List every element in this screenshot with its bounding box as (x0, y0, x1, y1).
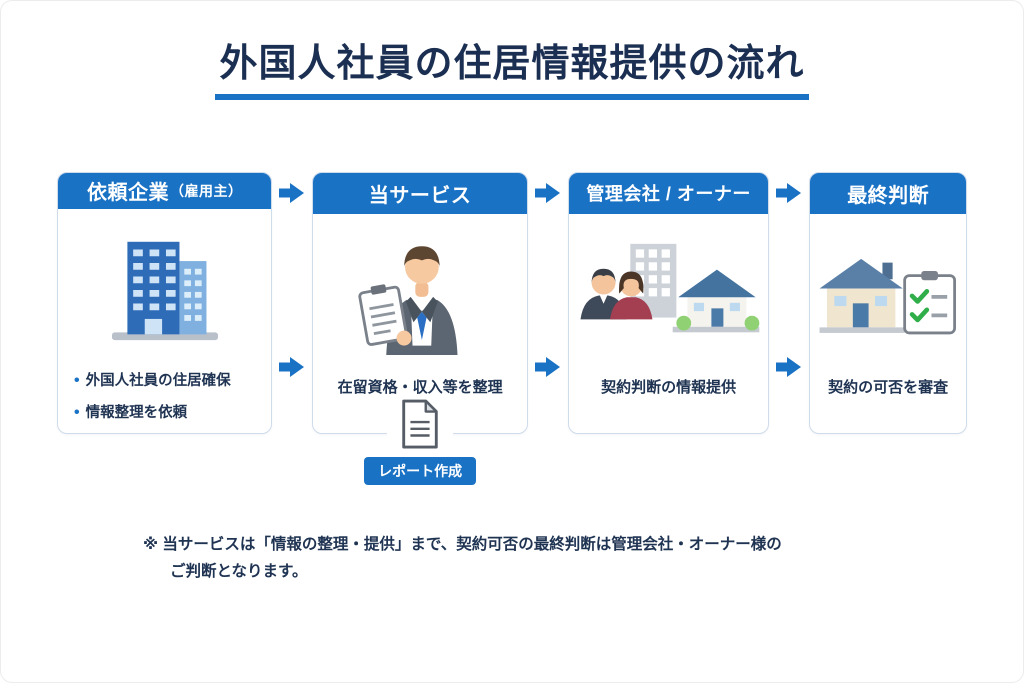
footer-note-line1: ※ 当サービスは「情報の整理・提供」まで、契約可否の最終判断は管理会社・オーナー… (143, 535, 782, 553)
step-body-client: • 外国人社員の住居確保 • 情報整理を依頼 (58, 209, 271, 433)
step-header-decision: 最終判断 (810, 172, 966, 214)
bullet-text: 情報整理を依頼 (85, 404, 188, 421)
document-icon (387, 397, 454, 450)
arrow-gap-3 (769, 172, 809, 434)
bullet-dot-icon: • (74, 403, 80, 421)
step-description: 在留資格・収入等を整理 (337, 378, 503, 396)
step-column-decision: 最終判断 (809, 171, 967, 434)
list-item: • 外国人社員の住居確保 (74, 369, 257, 390)
footer-note: ※ 当サービスは「情報の整理・提供」まで、契約可否の最終判断は管理会社・オーナー… (143, 531, 1023, 585)
step-body-decision: 契約の可否を審査 (810, 214, 966, 433)
house-checklist-icon (814, 222, 962, 368)
step-card-service: 当サービス (312, 171, 528, 434)
list-item: • 情報整理を依頼 (74, 401, 257, 422)
client-bullet-list: • 外国人社員の住居確保 • 情報整理を依頼 (58, 363, 271, 433)
step-header-client-main: 依頼企業 (86, 182, 169, 205)
arrow-right-icon (534, 182, 561, 204)
businessman-icon (345, 222, 495, 368)
arrow-gap-2 (528, 172, 568, 434)
step-body-service: 在留資格・収入等を整理 (313, 214, 526, 433)
step-description: 契約の可否を審査 (828, 378, 949, 396)
footer-note-line2: ご判断となります。 (170, 562, 308, 580)
step-column-manager: 管理会社 / オーナー (567, 171, 770, 434)
report-badge: レポート作成 (364, 456, 477, 485)
step-header-client: 依頼企業（雇用主） (58, 172, 272, 209)
step-card-manager: 管理会社 / オーナー (567, 171, 770, 434)
bullet-dot-icon: • (74, 371, 80, 389)
step-header-client-sub: （雇用主） (169, 182, 243, 199)
arrow-right-icon (776, 182, 802, 204)
flow-diagram: 依頼企業（雇用主） (1, 171, 1023, 485)
page-title: 外国人社員の住居情報提供の流れ (215, 43, 809, 100)
step-column-client: 依頼企業（雇用主） (57, 171, 273, 434)
arrow-right-icon (534, 356, 561, 378)
family-house-icon (575, 222, 763, 368)
step-header-decision-label: 最終判断 (847, 184, 930, 207)
arrow-right-icon (279, 182, 305, 204)
arrow-right-icon (279, 356, 305, 378)
step-column-service: 当サービス (312, 171, 528, 485)
step-body-manager: 契約判断の情報提供 (569, 214, 768, 433)
step-header-service-label: 当サービス (368, 184, 472, 207)
bullet-text: 外国人社員の住居確保 (85, 372, 231, 389)
arrow-gap-1 (272, 172, 312, 434)
title-wrap: 外国人社員の住居情報提供の流れ (1, 1, 1023, 100)
building-icon (102, 217, 228, 363)
arrow-right-icon (776, 356, 802, 378)
step-card-client: 依頼企業（雇用主） (57, 171, 273, 434)
step-header-service: 当サービス (313, 172, 527, 214)
step-card-decision: 最終判断 (809, 171, 967, 434)
step-header-manager-label: 管理会社 / オーナー (586, 184, 751, 205)
step-description: 契約判断の情報提供 (601, 378, 737, 396)
step-header-manager: 管理会社 / オーナー (568, 172, 769, 214)
